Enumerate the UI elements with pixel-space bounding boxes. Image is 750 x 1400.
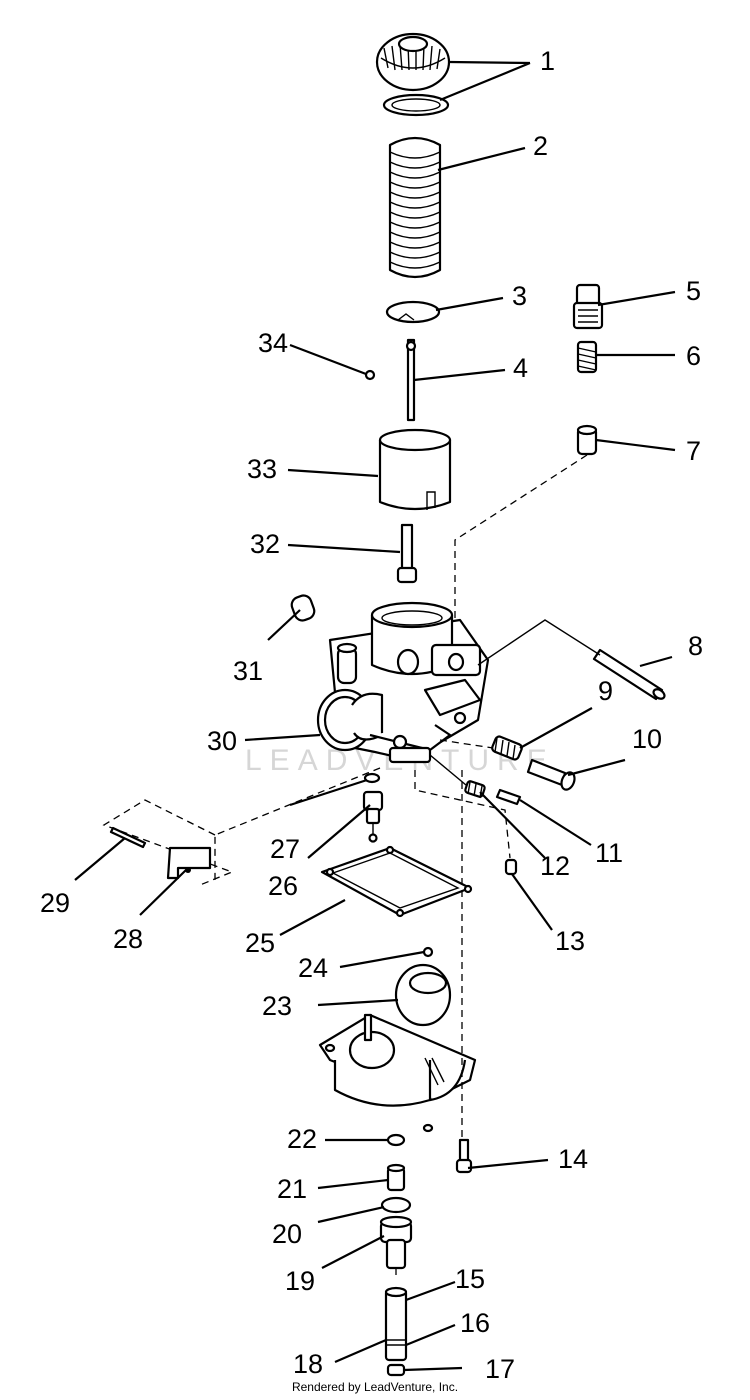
callout-numbers: 1 2 3 4 5 6 7 8 9 10 11 12 13 14 15 16 1… — [40, 46, 703, 1384]
callout-17: 17 — [485, 1354, 515, 1384]
part-float-bowl — [318, 1013, 477, 1133]
part-fitting-7 — [576, 424, 598, 456]
callout-3: 3 — [512, 281, 527, 311]
callout-6: 6 — [686, 341, 701, 371]
callout-22: 22 — [287, 1124, 317, 1154]
part-clip — [364, 369, 376, 381]
part-plug-13 — [504, 858, 518, 876]
callout-28: 28 — [113, 924, 143, 954]
part-retainer-plate — [385, 300, 441, 324]
part-spring-9 — [491, 735, 523, 761]
callout-4: 4 — [513, 353, 528, 383]
callout-1: 1 — [540, 46, 555, 76]
callout-20: 20 — [272, 1219, 302, 1249]
part-cap-31 — [290, 594, 316, 622]
callout-30: 30 — [207, 726, 237, 756]
callout-27: 27 — [270, 834, 300, 864]
part-washer-22 — [386, 1133, 406, 1147]
part-gasket-25 — [320, 845, 473, 918]
part-screw-10 — [526, 758, 576, 791]
part-screw-14 — [455, 1138, 473, 1174]
part-carburetor-body — [316, 601, 490, 764]
part-screw-11 — [495, 788, 522, 806]
callout-10: 10 — [632, 724, 662, 754]
part-rod-8 — [592, 648, 666, 701]
part-jet-26 — [362, 790, 384, 843]
part-cap-17 — [386, 1363, 406, 1377]
footer-credit: Rendered by LeadVenture, Inc. — [291, 1380, 459, 1394]
callout-12: 12 — [540, 851, 570, 881]
part-jet-needle — [405, 338, 417, 422]
callout-8: 8 — [688, 631, 703, 661]
callout-25: 25 — [245, 928, 275, 958]
part-screw-32 — [396, 523, 418, 584]
part-jet-21 — [386, 1163, 406, 1192]
part-tube-18 — [384, 1286, 408, 1362]
callout-21: 21 — [277, 1174, 307, 1204]
callout-18: 18 — [293, 1349, 323, 1379]
part-adjuster-5 — [572, 283, 604, 330]
part-oring-20 — [380, 1196, 412, 1214]
callout-24: 24 — [298, 953, 328, 983]
callout-29: 29 — [40, 888, 70, 918]
callout-15: 15 — [455, 1264, 485, 1294]
callout-2: 2 — [533, 131, 548, 161]
part-float-23 — [394, 963, 452, 1027]
part-washer-27 — [363, 772, 381, 784]
part-ball-24 — [422, 946, 434, 958]
part-spring-6 — [576, 340, 598, 374]
callout-19: 19 — [285, 1266, 315, 1296]
callout-14: 14 — [558, 1144, 588, 1174]
part-holder-19 — [379, 1215, 413, 1270]
callout-26: 26 — [268, 871, 298, 901]
callout-31: 31 — [233, 656, 263, 686]
callout-7: 7 — [686, 436, 701, 466]
callout-32: 32 — [250, 529, 280, 559]
callout-34: 34 — [258, 328, 288, 358]
leader-lines — [74, 60, 676, 1372]
callout-33: 33 — [247, 454, 277, 484]
part-cap — [375, 32, 451, 117]
callout-11: 11 — [595, 838, 623, 868]
part-spring — [388, 136, 442, 279]
callout-16: 16 — [460, 1308, 490, 1338]
callout-23: 23 — [262, 991, 292, 1021]
callout-5: 5 — [686, 276, 701, 306]
callout-13: 13 — [555, 926, 585, 956]
callout-9: 9 — [598, 676, 613, 706]
part-clip-28 — [166, 846, 212, 880]
part-pin-29 — [109, 826, 147, 849]
part-throttle-slide — [378, 428, 452, 511]
